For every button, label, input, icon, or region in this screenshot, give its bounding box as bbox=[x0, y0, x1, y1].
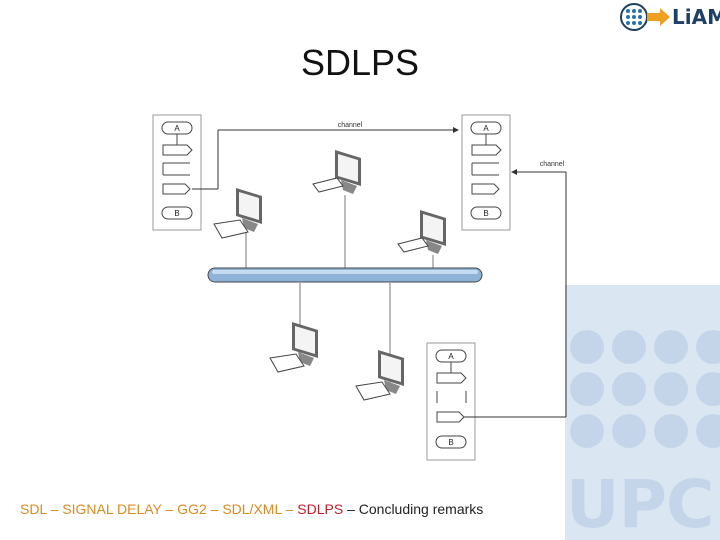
state-a-label: A bbox=[483, 124, 489, 133]
upc-watermark-dot bbox=[654, 330, 688, 364]
workstation-computer-icon bbox=[213, 188, 262, 239]
liam-logo[interactable]: LiAM bbox=[620, 2, 720, 32]
breadcrumb-prior-topics[interactable]: SDL – SIGNAL DELAY – GG2 – SDL/XML – bbox=[20, 501, 298, 517]
channel-label-right: channel bbox=[540, 161, 565, 168]
state-b-label: B bbox=[483, 209, 488, 218]
network-drop-lines bbox=[245, 195, 434, 385]
network-bus bbox=[207, 267, 483, 283]
liam-logo-text: LiAM bbox=[672, 5, 720, 29]
upc-watermark-dot bbox=[570, 330, 604, 364]
process-box-bottom: A B bbox=[426, 342, 476, 461]
upc-watermark-dot bbox=[696, 330, 720, 364]
state-b-label: B bbox=[448, 438, 453, 447]
workstation-computer-icon bbox=[269, 322, 318, 373]
liam-dots-arrow-logo-icon bbox=[620, 3, 670, 31]
upc-watermark-text: UPC bbox=[566, 466, 714, 540]
upc-watermark-dot bbox=[654, 372, 688, 406]
slide-title: SDLPS bbox=[300, 42, 420, 83]
breadcrumb-current-topic[interactable]: SDLPS bbox=[297, 501, 344, 517]
upc-watermark-dot bbox=[612, 372, 646, 406]
workstation-computer-icon bbox=[397, 210, 446, 254]
breadcrumb-next-topic[interactable]: – Concluding remarks bbox=[343, 501, 484, 517]
process-box-top-right: A B bbox=[461, 114, 511, 231]
state-a-label: A bbox=[174, 124, 180, 133]
upc-watermark-dot bbox=[696, 414, 720, 448]
process-box-top-left: A B bbox=[152, 114, 202, 231]
upc-watermark-dot bbox=[696, 372, 720, 406]
upc-watermark-dot bbox=[612, 330, 646, 364]
workstation-computer-icon bbox=[312, 150, 361, 194]
channel-connector-top: channel bbox=[192, 122, 459, 190]
state-a-label: A bbox=[448, 352, 454, 361]
channel-connector-right: channel bbox=[464, 161, 567, 418]
footer-breadcrumb: SDL – SIGNAL DELAY – GG2 – SDL/XML – SDL… bbox=[20, 500, 483, 518]
upc-watermark-dot bbox=[612, 414, 646, 448]
upc-watermark-background bbox=[565, 285, 720, 540]
upc-watermark-dot bbox=[570, 414, 604, 448]
channel-label-top: channel bbox=[338, 122, 363, 129]
state-b-label: B bbox=[174, 209, 179, 218]
upc-watermark-dot bbox=[570, 372, 604, 406]
workstation-computer-icon bbox=[355, 350, 404, 401]
upc-watermark-dot bbox=[654, 414, 688, 448]
